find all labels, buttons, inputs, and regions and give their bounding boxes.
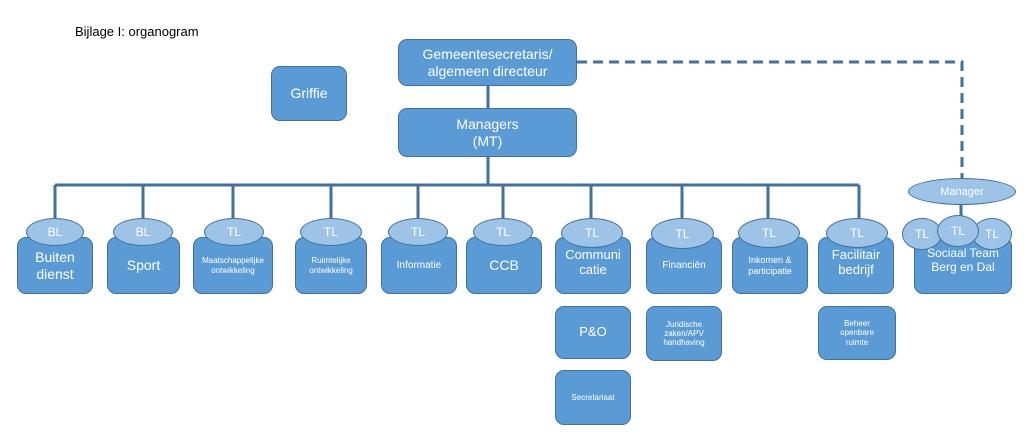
- tl-badge: TL: [473, 218, 533, 246]
- tl-badge: TL: [388, 218, 448, 246]
- tl-badge: TL: [972, 218, 1012, 250]
- sport-box: Sport: [107, 237, 180, 294]
- secretariaat-box: Secretariaat: [555, 370, 631, 425]
- tl-badge: TL: [561, 218, 623, 248]
- tl-badge: TL: [937, 215, 979, 247]
- tl-badge: TL: [651, 218, 714, 249]
- maatschappelijke-ontwikkeling-box: Maatschappelijke ontwikkeling: [193, 237, 273, 294]
- bl-badge: BL: [26, 218, 84, 246]
- tl-badge: TL: [738, 218, 800, 248]
- tl-badge: TL: [826, 218, 888, 248]
- manager-badge: Manager: [908, 178, 1016, 205]
- ccb-box: CCB: [466, 237, 542, 294]
- tl-badge: TL: [902, 218, 942, 250]
- ruimtelijke-ontwikkeling-box: Ruimtelijke ontwikkeling: [295, 237, 367, 294]
- bl-badge: BL: [113, 218, 173, 246]
- griffie-box: Griffie: [271, 66, 347, 121]
- informatie-box: Informatie: [381, 237, 457, 294]
- director-box: Gemeentesecretaris/ algemeen directeur: [398, 39, 577, 86]
- page-title: Bijlage I: organogram: [75, 24, 199, 39]
- managers-box: Managers (MT): [398, 108, 577, 157]
- buitendienst-box: Buiten dienst: [17, 237, 93, 294]
- tl-badge: TL: [204, 218, 264, 246]
- beheer-openbare-ruimte-box: Beheer openbare ruimte: [818, 306, 896, 360]
- dashed-director-to-manager-line: [577, 60, 964, 178]
- tl-badge: TL: [300, 218, 362, 246]
- po-box: P&O: [555, 306, 631, 359]
- juridische-zaken-box: Juridische zaken/APV handhaving: [646, 306, 722, 361]
